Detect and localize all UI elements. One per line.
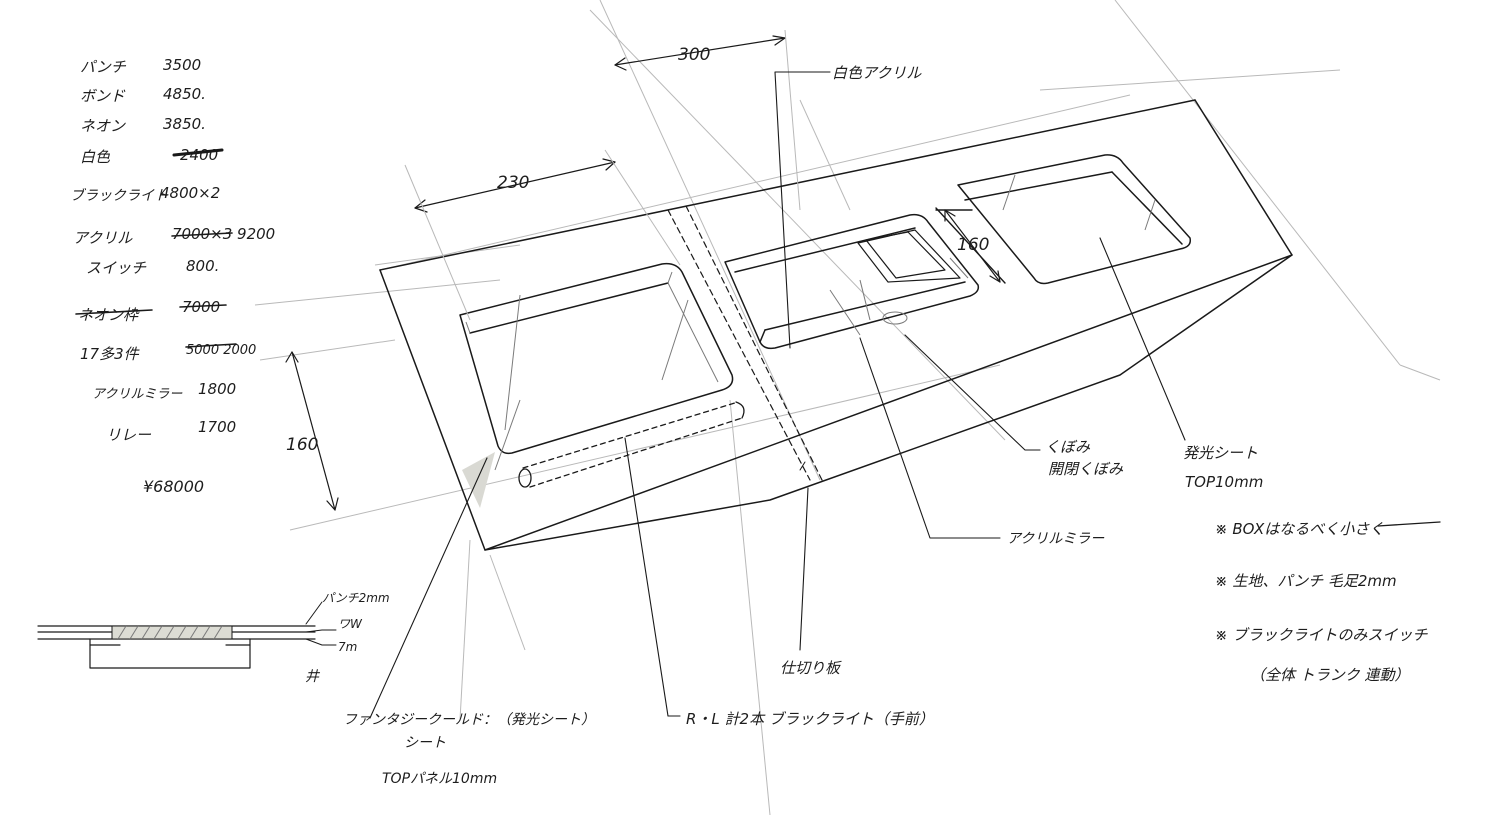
strike-mark bbox=[171, 232, 233, 237]
cost-row: 17多3件 5000 2000 bbox=[80, 343, 256, 363]
left-opening bbox=[459, 262, 734, 508]
notes: ※ BOXはなるべく小さく ※ 生地、パンチ 毛足2mm ※ ブラックライトのみ… bbox=[1215, 520, 1441, 684]
cost-item-struck: ネオン枠 bbox=[78, 306, 140, 324]
blacklight-tube bbox=[518, 401, 745, 488]
dimension-lines: 300 230 160 160 bbox=[285, 29, 1001, 511]
cost-price: 1700 bbox=[198, 418, 236, 436]
label-partition: 仕切り板 bbox=[780, 659, 842, 677]
callouts: 白色アクリル くぼみ 開閉くぼみ 発光シート TOP10mm アクリルミラー 仕… bbox=[343, 64, 1263, 787]
label-top-plate: TOP10mm bbox=[1185, 473, 1263, 491]
construction-lines bbox=[254, 0, 1441, 815]
cost-row: ネオン 3850. bbox=[80, 115, 206, 135]
cost-price: 3500 bbox=[163, 56, 201, 74]
cost-row: ボンド 4850. bbox=[80, 85, 206, 105]
cost-row: リレー 1700 bbox=[106, 418, 236, 444]
cost-item: アクリルミラー bbox=[92, 387, 183, 402]
cost-row: 白色 2400 bbox=[80, 146, 224, 166]
label-top-panel: TOPパネル10mm bbox=[382, 771, 497, 787]
label-acrylic-mirror: アクリルミラー bbox=[1007, 531, 1105, 547]
cost-item: スイッチ bbox=[86, 259, 147, 277]
strike-mark bbox=[1377, 521, 1441, 527]
cost-item: 17多3件 bbox=[80, 345, 141, 363]
note-line: ※ 生地、パンチ 毛足2mm bbox=[1215, 572, 1397, 590]
strike-mark bbox=[179, 304, 227, 308]
cost-price: 1800 bbox=[198, 380, 236, 398]
dim-160-right: 160 bbox=[957, 235, 989, 255]
label-recess: くぼみ bbox=[1045, 438, 1091, 456]
dim-160-left: 160 bbox=[286, 435, 318, 455]
label-glow-sheet: 発光シート bbox=[1183, 444, 1258, 462]
cost-item: ネオン bbox=[80, 117, 126, 135]
cost-row: アクリルミラー 1800 bbox=[92, 380, 236, 402]
section-label-w: ワW bbox=[338, 617, 363, 631]
section-detail: パンチ2mm ワW 7m 井 bbox=[37, 591, 390, 685]
cost-price-struck: 7000 bbox=[182, 298, 220, 316]
strike-mark bbox=[172, 148, 224, 157]
right-opening bbox=[957, 154, 1192, 285]
center-recess bbox=[724, 207, 1006, 350]
cost-item: 白色 bbox=[80, 148, 111, 166]
section-mark: 井 bbox=[305, 669, 321, 685]
cost-price: 4800×2 bbox=[160, 184, 220, 202]
label-blacklight: R・L 計2本 ブラックライト（手前） bbox=[686, 710, 934, 728]
section-label-punch: パンチ2mm bbox=[322, 591, 390, 605]
cost-row: パンチ 3500 bbox=[80, 56, 201, 76]
note-line: ※ BOXはなるべく小さく bbox=[1215, 520, 1384, 538]
cost-row: アクリル 7000×3 9200 bbox=[73, 225, 275, 247]
section-label-m: 7m bbox=[338, 640, 357, 654]
partition-board bbox=[667, 205, 823, 481]
cost-price: 5000 2000 bbox=[186, 343, 256, 358]
cost-item: ブラックライト bbox=[70, 188, 168, 204]
label-recess-open: 開閉くぼみ bbox=[1048, 460, 1124, 478]
top-panel-outline bbox=[379, 99, 1293, 551]
cost-row: ブラックライト 4800×2 bbox=[70, 184, 220, 204]
cost-item: リレー bbox=[106, 426, 152, 444]
cost-item: ボンド bbox=[80, 87, 126, 105]
cost-total: ¥68000 bbox=[143, 477, 204, 496]
dim-230: 230 bbox=[497, 173, 529, 193]
dim-300: 300 bbox=[678, 45, 710, 65]
strike-mark bbox=[185, 343, 237, 348]
label-white-acrylic: 白色アクリル bbox=[832, 64, 922, 82]
label-fantasy-line1: ファンタジークールド：（発光シート） bbox=[343, 712, 595, 728]
glow-sheet-swatch bbox=[462, 452, 495, 508]
cost-row: ネオン枠 7000 bbox=[75, 298, 227, 324]
leader-lines bbox=[369, 71, 1186, 719]
cost-row: スイッチ 800. bbox=[86, 257, 219, 277]
label-fantasy-line2: シート bbox=[404, 735, 446, 751]
note-line: （全体 トランク 連動） bbox=[1250, 666, 1410, 684]
cost-item: パンチ bbox=[80, 58, 127, 76]
cost-price: 800. bbox=[186, 257, 219, 275]
section-glow-layer bbox=[111, 625, 233, 640]
cost-price: 4850. bbox=[163, 85, 206, 103]
cost-list: パンチ 3500 ボンド 4850. ネオン 3850. 白色 2400 ブラッ… bbox=[70, 56, 275, 496]
strike-mark bbox=[75, 309, 153, 315]
cost-price: 3850. bbox=[163, 115, 206, 133]
note-line: ※ ブラックライトのみスイッチ bbox=[1215, 626, 1428, 644]
cost-item: アクリル bbox=[73, 229, 133, 247]
